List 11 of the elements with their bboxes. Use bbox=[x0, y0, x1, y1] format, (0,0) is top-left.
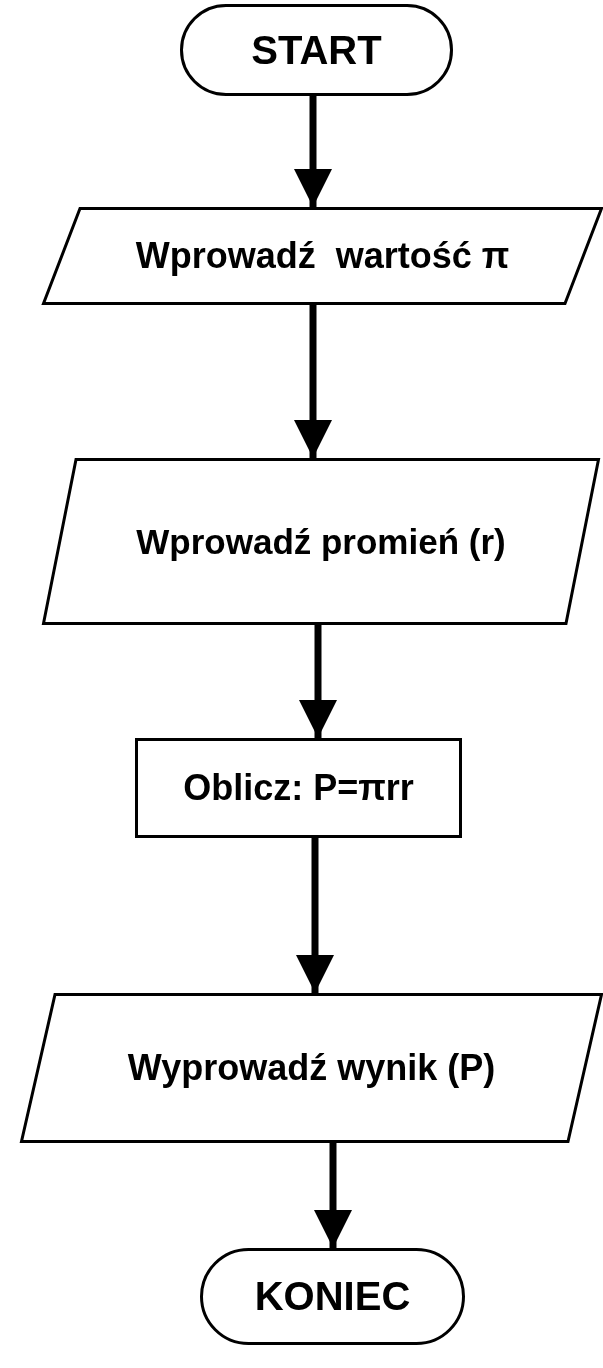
step-label: START bbox=[251, 27, 382, 73]
step-label: Wprowadź promień (r) bbox=[136, 521, 506, 562]
step-label: Wprowadź wartość π bbox=[135, 235, 510, 277]
step-label: KONIEC bbox=[254, 1274, 411, 1319]
step-label: Oblicz: P=πrr bbox=[183, 767, 414, 809]
arrow bbox=[295, 838, 335, 993]
arrow bbox=[293, 305, 333, 458]
arrow bbox=[293, 96, 333, 207]
arrow bbox=[298, 625, 338, 738]
arrow bbox=[313, 1143, 353, 1248]
step-label: Wyprowadź wynik (P) bbox=[127, 1047, 496, 1089]
